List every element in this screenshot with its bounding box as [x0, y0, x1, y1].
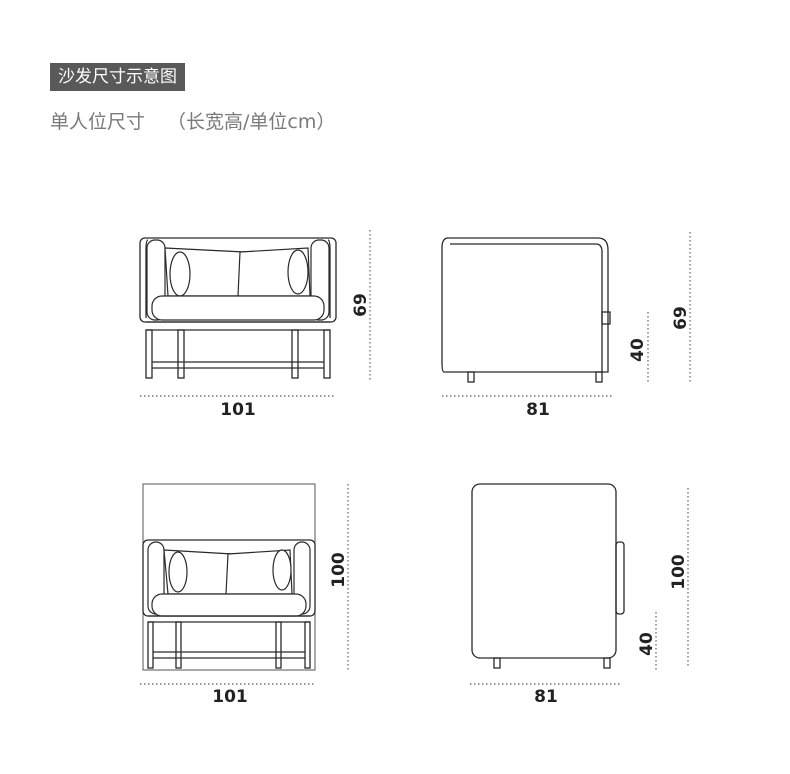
leg — [145, 329, 153, 379]
depth-label: 81 — [534, 687, 558, 707]
pillow-left — [169, 251, 191, 297]
depth-label: 81 — [526, 400, 550, 420]
leg — [177, 329, 185, 379]
seat-cushion — [151, 295, 325, 321]
left-arm — [145, 239, 149, 318]
pillow-right — [272, 549, 292, 591]
front-view-high: 101 100 — [140, 483, 349, 707]
leg — [595, 371, 603, 383]
height-label: 69 — [351, 293, 371, 317]
seat-height-label: 40 — [628, 338, 648, 362]
leg — [291, 329, 299, 379]
seat-edge — [601, 311, 611, 325]
subtitle: 单人位尺寸 （长宽高/单位cm） — [50, 107, 335, 134]
leg — [323, 329, 331, 379]
leg — [304, 621, 311, 669]
pillow-left — [168, 551, 188, 593]
width-label: 101 — [212, 687, 248, 707]
seat-height-label: 40 — [637, 632, 657, 656]
back-cushion-edge — [615, 541, 625, 615]
subtitle-text: 单人位尺寸 — [50, 111, 146, 133]
seat-cushion — [151, 593, 307, 617]
diagram-title-tag: 沙发尺寸示意图 — [50, 63, 185, 91]
side-view-high: 81 40 100 — [470, 483, 689, 707]
front-view-low: 101 69 — [139, 230, 371, 420]
height-label: 100 — [329, 552, 349, 588]
pillow-right — [287, 249, 309, 295]
right-arm — [327, 239, 331, 318]
height-label: 100 — [669, 554, 689, 590]
leg — [467, 371, 475, 383]
side-body-outline — [441, 237, 609, 373]
leg — [175, 621, 182, 669]
unit-note: （长宽高/单位cm） — [167, 111, 336, 133]
width-label: 101 — [220, 400, 256, 420]
leg — [493, 657, 501, 669]
back-edge — [450, 243, 603, 372]
leg — [147, 621, 154, 669]
side-body-outline — [471, 483, 617, 659]
height-label: 69 — [671, 306, 691, 330]
leg — [603, 657, 611, 669]
leg — [275, 621, 282, 669]
side-view-low: 81 40 69 — [441, 232, 691, 420]
